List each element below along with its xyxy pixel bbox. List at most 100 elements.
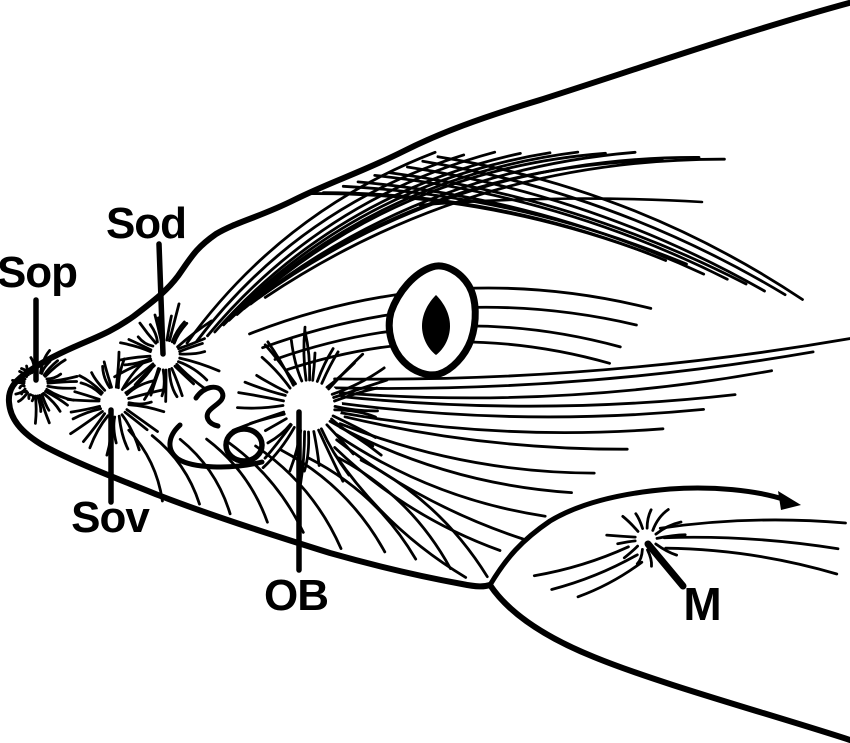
canal-line: [337, 369, 773, 400]
canal-line: [333, 446, 502, 552]
label-m: M: [683, 578, 720, 630]
pore-ray: [333, 405, 379, 413]
pore-ray: [651, 508, 670, 532]
pore-ray: [112, 415, 118, 445]
pore-ray: [43, 358, 67, 378]
label-sov: Sov: [71, 493, 150, 542]
canal-line: [418, 197, 704, 207]
canal-line: [336, 401, 705, 419]
pore-ray: [40, 360, 52, 375]
lower-jaw-outline: [487, 485, 789, 588]
canal-line: [150, 434, 201, 506]
pore-ray: [78, 374, 104, 394]
leader-lines: [33, 241, 687, 590]
nostril: [167, 384, 265, 470]
pore-ray: [170, 320, 186, 344]
pore-ray: [66, 398, 101, 403]
canal-line: [664, 546, 839, 576]
pore-ray: [289, 338, 304, 383]
canal-lines: [127, 150, 850, 599]
canal-line: [343, 415, 629, 451]
pore-ray: [33, 394, 38, 425]
pore-ray: [616, 539, 637, 546]
canal-line: [532, 545, 630, 578]
pore-ray: [635, 548, 644, 566]
pore-ray: [646, 548, 653, 568]
pore-ray: [178, 342, 204, 353]
head-outline: [5, 0, 850, 590]
pore-ray: [236, 404, 285, 410]
nostril-opening: [223, 426, 265, 464]
pore-ray: [243, 380, 287, 397]
pore-ray: [320, 350, 340, 385]
pore-ray: [45, 372, 63, 381]
pore-ray: [90, 371, 107, 392]
pore-ray: [44, 390, 69, 407]
pore-ray: [79, 381, 103, 396]
pore-ray: [46, 384, 77, 390]
pore-ray: [261, 426, 296, 470]
canal-line: [222, 151, 552, 327]
pore-center-sop: [20, 372, 52, 396]
pore-ray: [167, 368, 179, 399]
pore-ray: [266, 422, 292, 445]
pore-ray: [125, 379, 156, 396]
pore-ray: [260, 355, 292, 390]
pore-ray: [123, 357, 152, 367]
pore-ray: [263, 343, 297, 386]
jaw-arrowhead-icon: [778, 491, 801, 510]
canal-line: [337, 456, 452, 570]
label-ob: OB: [264, 571, 328, 620]
canal-line: [227, 150, 580, 322]
canal-line: [387, 171, 748, 286]
pore-ray: [654, 542, 678, 557]
pore-ray: [328, 419, 383, 457]
pore-ray: [27, 393, 33, 400]
pore-ray: [71, 407, 102, 421]
pore-ray: [173, 364, 195, 386]
pore-ray: [634, 512, 644, 530]
pore-ray: [303, 329, 312, 382]
pore-ray: [177, 337, 206, 351]
canal-line: [333, 337, 850, 381]
pore-ray: [654, 520, 683, 536]
canal-line: [333, 350, 815, 390]
leader-sod: [156, 241, 166, 357]
pore-ray: [312, 430, 321, 467]
pore-ray: [325, 423, 355, 456]
pore-ray: [127, 400, 153, 406]
pore-ray: [330, 366, 386, 396]
pore-ray: [621, 515, 640, 533]
pore-ray: [42, 392, 62, 413]
pore-ray: [320, 427, 351, 477]
pore-ray: [331, 414, 377, 439]
pore-ray: [311, 351, 317, 382]
canal-line: [235, 151, 607, 316]
pore-ray: [605, 533, 637, 539]
leader-m: [644, 540, 687, 590]
pore-ray: [123, 410, 149, 432]
nostril-groove: [167, 422, 265, 470]
canal-line: [338, 411, 665, 434]
pore-ray: [102, 360, 113, 389]
canal-line: [337, 393, 737, 408]
pore-ray: [38, 394, 51, 425]
pore-ray: [655, 533, 687, 540]
pore-center-ob: [276, 378, 342, 432]
pore-ray: [69, 410, 104, 436]
pore-ray: [69, 404, 101, 414]
pore-fans: [11, 302, 687, 568]
canal-line: [436, 155, 804, 301]
pore-ray: [125, 408, 159, 433]
pore-ray: [46, 375, 79, 383]
canal-line: [338, 425, 573, 494]
pore-ray: [42, 359, 59, 377]
pore-ray: [237, 391, 285, 403]
pore-ray: [73, 390, 101, 401]
pore-ray: [177, 360, 209, 382]
pore-ray: [148, 323, 159, 344]
pore-ray: [40, 393, 51, 412]
